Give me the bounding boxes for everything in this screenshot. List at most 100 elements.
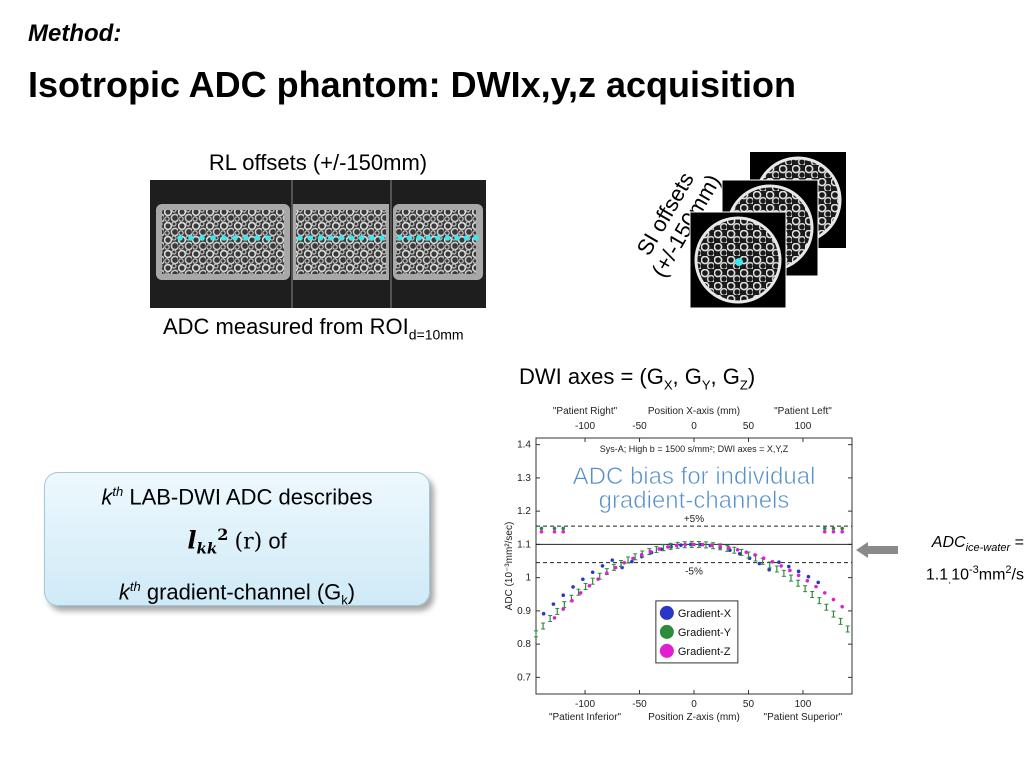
roi-label: ADC measured from ROId=10mm bbox=[163, 314, 464, 343]
roi-marker bbox=[358, 235, 365, 241]
data-point bbox=[822, 591, 827, 595]
y-tick-label: 1 bbox=[525, 573, 531, 584]
data-point bbox=[767, 567, 771, 572]
method-heading: Method: bbox=[28, 20, 122, 47]
bottom-axis-title: Position Z-axis (mm) bbox=[648, 712, 740, 723]
series-gradient-z bbox=[539, 529, 844, 620]
top-axis-left-label: "Patient Right" bbox=[553, 406, 618, 417]
roi-marker bbox=[265, 235, 271, 241]
roi-marker bbox=[221, 235, 227, 241]
legend-marker bbox=[659, 624, 674, 639]
data-point bbox=[735, 547, 740, 552]
data-point bbox=[561, 593, 566, 597]
x-tick-label-top: -100 bbox=[575, 421, 595, 432]
rl-offsets-label: RL offsets (+/-150mm) bbox=[208, 150, 428, 175]
callout-line-3: kth gradient-channel (Gk) bbox=[118, 579, 356, 608]
callout-box: kth LAB-DWI ADC describes lkk2 (r) of kt… bbox=[44, 472, 430, 608]
roi-marker bbox=[177, 235, 183, 241]
data-point bbox=[570, 598, 574, 603]
y-tick-label: 1.3 bbox=[517, 473, 531, 484]
roi-marker bbox=[307, 235, 314, 241]
roi-marker bbox=[379, 235, 385, 241]
roi-marker bbox=[232, 235, 238, 241]
roi-marker bbox=[368, 235, 375, 241]
data-point bbox=[590, 570, 595, 575]
data-point bbox=[737, 551, 742, 556]
plus-5-label: +5% bbox=[684, 514, 704, 525]
rl-slice-3 bbox=[393, 204, 483, 280]
data-point bbox=[561, 529, 566, 534]
data-point bbox=[587, 583, 592, 588]
roi-marker bbox=[297, 235, 303, 241]
x-tick-label: 50 bbox=[743, 699, 755, 710]
data-point bbox=[727, 546, 731, 550]
data-point bbox=[613, 565, 618, 570]
data-point bbox=[561, 526, 566, 531]
data-point bbox=[600, 564, 605, 568]
data-point bbox=[779, 564, 783, 568]
data-point bbox=[840, 529, 844, 534]
data-point bbox=[571, 585, 575, 589]
data-point bbox=[831, 526, 836, 531]
roi-marker bbox=[210, 235, 216, 241]
data-point bbox=[551, 602, 556, 606]
dwi-axes-label: DWI axes = (GX, GY, GZ) bbox=[519, 364, 756, 393]
legend-marker bbox=[659, 605, 674, 620]
y-axis-label: ADC (10⁻³mm²/sec) bbox=[504, 522, 515, 611]
data-point bbox=[648, 549, 653, 554]
data-point bbox=[822, 526, 827, 531]
x-tick-label-top: -50 bbox=[632, 421, 647, 432]
roi-marker bbox=[406, 235, 413, 241]
data-point bbox=[840, 604, 844, 609]
y-tick-label: 1.4 bbox=[517, 440, 531, 451]
rl-slice-1 bbox=[156, 204, 290, 280]
data-point bbox=[805, 578, 810, 583]
si-offsets-image bbox=[689, 152, 846, 309]
data-point bbox=[552, 616, 557, 620]
data-point bbox=[683, 542, 688, 547]
data-point bbox=[657, 547, 661, 551]
x-tick-label: 0 bbox=[691, 699, 697, 710]
si-slice-front bbox=[689, 211, 787, 309]
data-point bbox=[822, 529, 827, 534]
chart-overlay-title-2: gradient-channels bbox=[599, 487, 790, 514]
data-point bbox=[777, 560, 781, 564]
data-point bbox=[561, 607, 566, 611]
roi-marker bbox=[327, 235, 334, 241]
minus-5-label: -5% bbox=[685, 567, 703, 578]
data-point bbox=[814, 584, 818, 589]
data-point bbox=[840, 526, 844, 531]
top-axis-title: Position X-axis (mm) bbox=[648, 406, 740, 417]
data-point bbox=[631, 556, 635, 561]
data-point bbox=[831, 529, 836, 534]
data-point bbox=[770, 560, 775, 564]
arrow-left-icon bbox=[856, 542, 898, 558]
chart-overlay-title-1: ADC bias for individual bbox=[573, 463, 816, 490]
adc-ice-water-note: ADCice-water = 1.1.10-3mm2/s bbox=[925, 534, 1024, 587]
data-point bbox=[831, 597, 836, 602]
y-tick-label: 1.1 bbox=[517, 539, 531, 550]
roi-marker bbox=[348, 235, 355, 241]
data-point bbox=[539, 526, 544, 531]
bottom-axis-right-label: "Patient Superior" bbox=[764, 712, 843, 723]
data-point bbox=[541, 611, 546, 616]
rl-offsets-image bbox=[150, 180, 486, 308]
y-tick-label: 1.2 bbox=[517, 506, 531, 517]
data-point bbox=[622, 560, 627, 565]
callout-line-1: kth LAB-DWI ADC describes bbox=[101, 484, 373, 510]
data-point bbox=[539, 529, 544, 534]
roi-marker bbox=[473, 235, 479, 241]
data-point bbox=[806, 574, 811, 579]
roi-marker bbox=[243, 235, 249, 241]
data-point bbox=[610, 558, 615, 562]
y-tick-label: 0.8 bbox=[517, 639, 531, 650]
x-tick-label: 100 bbox=[795, 699, 812, 710]
chart-subtitle: Sys-A; High b = 1500 s/mm²; DWI axes = X… bbox=[600, 444, 789, 454]
roi-marker bbox=[463, 235, 470, 241]
roi-marker bbox=[254, 235, 260, 241]
slide-title: Isotropic ADC phantom: DWIx,y,z acquisit… bbox=[28, 64, 797, 105]
roi-marker bbox=[435, 235, 441, 241]
data-point bbox=[761, 556, 766, 560]
roi-marker bbox=[188, 235, 194, 241]
roi-marker bbox=[735, 258, 743, 266]
